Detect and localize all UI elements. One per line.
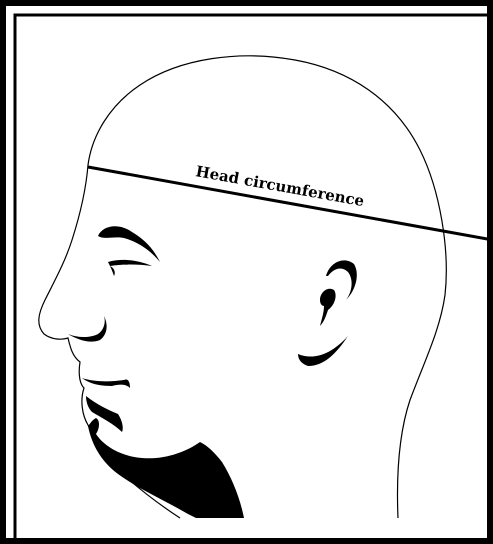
outer-border: [3, 3, 490, 541]
